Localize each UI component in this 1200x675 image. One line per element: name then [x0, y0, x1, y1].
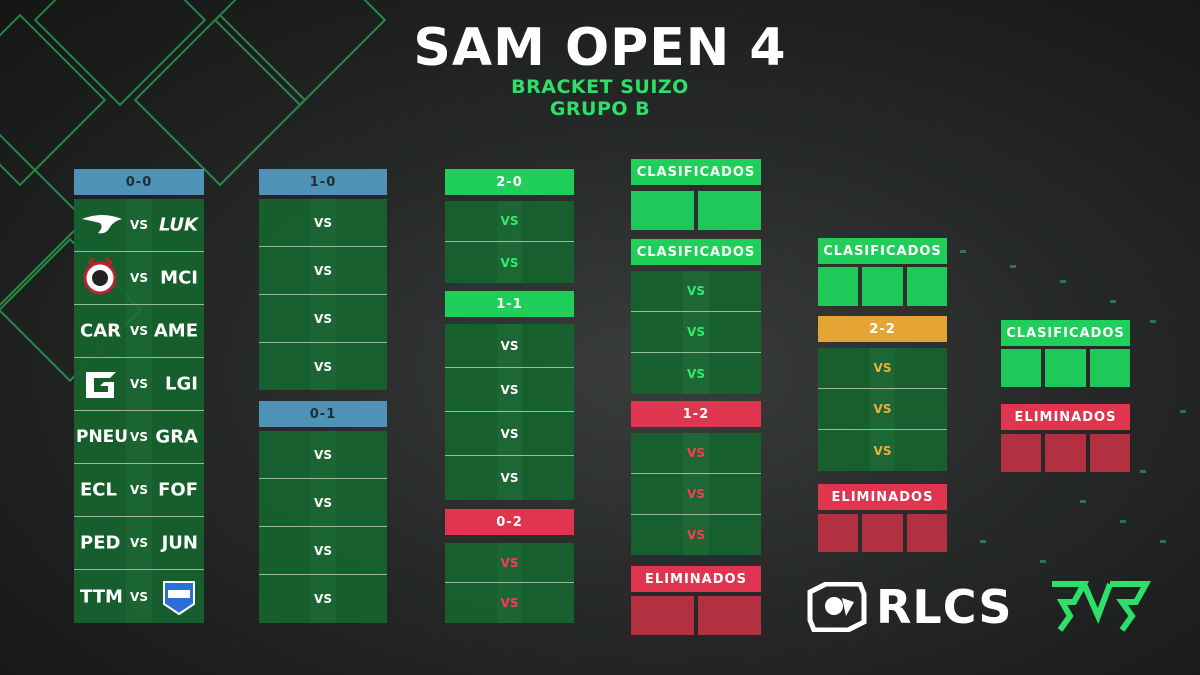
- round5-mid-header: 2-2: [818, 316, 947, 342]
- round4-eliminated-slots: [631, 596, 761, 635]
- match-row: PED VS JUN: [74, 517, 204, 570]
- match-row: ECL VS FOF: [74, 464, 204, 517]
- match-row: VS: [445, 583, 574, 623]
- round5-eliminated-header: ELIMINADOS: [818, 484, 947, 510]
- rlcs-wordmark: RLCS: [876, 580, 1013, 634]
- round1-panel: VS LUK VS MCI CAR VS AME VS LGI PNEU VS …: [74, 199, 204, 623]
- round4-qualified-slots: [631, 191, 761, 230]
- team-g-logo-icon: [86, 372, 116, 398]
- round3-mid-panel: VS VS VS VS: [445, 324, 574, 500]
- match-row: TTM VS: [74, 570, 204, 623]
- match-row: VS: [631, 433, 761, 474]
- round6-qualified-slots: [1001, 349, 1130, 387]
- match-row: VS: [818, 348, 947, 389]
- team-ped: PED: [80, 532, 121, 554]
- round1-header: 0-0: [74, 169, 204, 195]
- round4-low-header: 1-2: [631, 401, 761, 427]
- match-row: VS: [445, 201, 574, 242]
- round2-lower-panel: VS VS VS VS: [259, 431, 387, 623]
- match-row: VS: [259, 479, 387, 527]
- round3-mid-header: 1-1: [445, 291, 574, 317]
- team-ame: AME: [153, 320, 198, 342]
- round6-eliminated-slots: [1001, 434, 1130, 472]
- match-row: VS: [445, 543, 574, 583]
- corinthians-logo-icon: [83, 256, 117, 295]
- match-row: VS LUK: [74, 199, 204, 252]
- match-row: CAR VS AME: [74, 305, 204, 358]
- round4-qualified-header: CLASIFICADOS: [631, 159, 761, 185]
- round4-low-panel: VS VS VS: [631, 433, 761, 555]
- match-row: VS: [259, 247, 387, 295]
- match-row: VS LGI: [74, 358, 204, 411]
- round2-upper-header: 1-0: [259, 169, 387, 195]
- page-title: SAM OPEN 4: [413, 18, 787, 78]
- round3-top-header: 2-0: [445, 169, 574, 195]
- round3-bot-header: 0-2: [445, 509, 574, 535]
- team-fof: FOF: [158, 479, 198, 501]
- round4-qualified2-header: CLASIFICADOS: [631, 239, 761, 265]
- match-row: VS: [631, 312, 761, 353]
- round6-eliminated-header: ELIMINADOS: [1001, 404, 1130, 430]
- match-row: VS: [259, 575, 387, 623]
- round3-bot-panel: VS VS: [445, 543, 574, 623]
- match-row: VS: [445, 412, 574, 456]
- match-row: VS: [445, 324, 574, 368]
- match-row: VS MCI: [74, 252, 204, 305]
- subtitle-bracket: BRACKET SUIZO: [511, 76, 689, 98]
- team-pneu: PNEU: [76, 427, 129, 447]
- team-spirit-logo-icon: [82, 215, 122, 234]
- team-lgi: LGI: [165, 373, 198, 395]
- team-gra: GRA: [155, 426, 198, 448]
- match-row: VS: [631, 271, 761, 312]
- round2-upper-panel: VS VS VS VS: [259, 199, 387, 390]
- match-row: VS: [631, 515, 761, 555]
- round5-eliminated-slots: [818, 514, 947, 552]
- rlcs-emblem-icon: [807, 582, 867, 632]
- subtitle-group: GRUPO B: [549, 98, 651, 120]
- team-luk: LUK: [158, 214, 198, 236]
- team-ecl: ECL: [80, 479, 117, 501]
- round2-lower-header: 0-1: [259, 401, 387, 427]
- team-ttm: TTM: [80, 586, 123, 607]
- team-car: CAR: [80, 320, 122, 342]
- match-row: VS: [445, 242, 574, 283]
- match-row: PNEU VS GRA: [74, 411, 204, 464]
- match-row: VS: [259, 431, 387, 479]
- match-row: VS: [818, 430, 947, 471]
- match-row: VS: [631, 353, 761, 394]
- round4-mid-panel: VS VS VS: [631, 271, 761, 394]
- organizer-logo-icon: [1052, 581, 1152, 632]
- round5-qualified-header: CLASIFICADOS: [818, 238, 947, 264]
- match-row: VS: [259, 343, 387, 390]
- match-row: VS: [818, 389, 947, 430]
- round3-top-panel: VS VS: [445, 201, 574, 283]
- round5-mid-panel: VS VS VS: [818, 348, 947, 471]
- match-row: VS: [259, 295, 387, 343]
- match-row: VS: [445, 368, 574, 412]
- round5-qualified-slots: [818, 267, 947, 306]
- team-jun: JUN: [161, 532, 198, 554]
- match-row: VS: [259, 199, 387, 247]
- dom-esports-logo-icon: [163, 581, 195, 616]
- round4-eliminated-header: ELIMINADOS: [631, 566, 761, 592]
- match-row: VS: [259, 527, 387, 575]
- match-row: VS: [631, 474, 761, 515]
- match-row: VS: [445, 456, 574, 500]
- round6-qualified-header: CLASIFICADOS: [1001, 320, 1130, 346]
- team-mci: MCI: [160, 267, 198, 289]
